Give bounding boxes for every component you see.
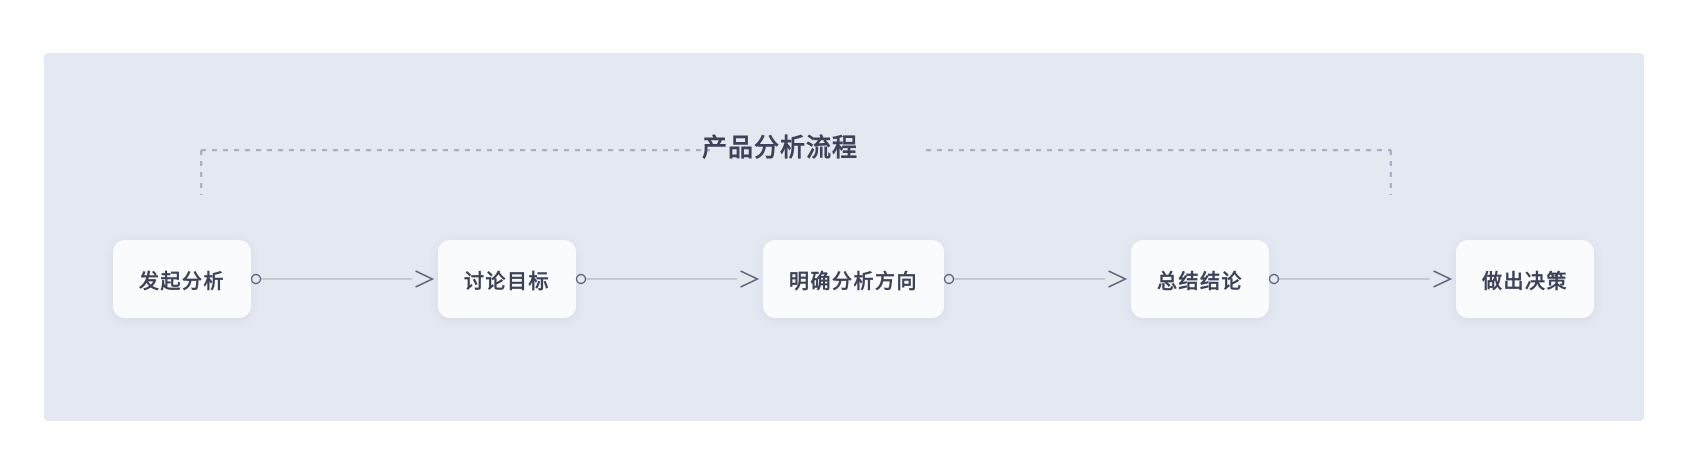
flow-node-label: 发起分析	[139, 270, 225, 293]
connector-arrow-icon	[1109, 271, 1126, 287]
connector-arrow-icon	[416, 271, 433, 287]
flow-node-1[interactable]: 发起分析	[113, 240, 251, 318]
flow-connector-4	[1268, 267, 1456, 291]
connector-start-circle-icon	[250, 273, 262, 285]
flow-title: 产品分析流程	[701, 134, 858, 162]
connector-markers	[250, 273, 262, 285]
connector-start-circle-icon	[575, 273, 587, 285]
flow-node-4[interactable]: 总结结论	[1131, 240, 1269, 318]
connector-arrow-icon	[1434, 271, 1451, 287]
flow-connector-1	[250, 267, 438, 291]
flow-node-2[interactable]: 讨论目标	[438, 240, 576, 318]
flow-node-label: 做出决策	[1482, 270, 1568, 293]
flow-node-label: 明确分析方向	[789, 270, 918, 293]
flow-node-3[interactable]: 明确分析方向	[763, 240, 944, 318]
connector-arrow-icon	[741, 271, 758, 287]
flow-node-label: 讨论目标	[464, 270, 550, 293]
flow-node-label: 总结结论	[1157, 270, 1243, 293]
flow-connector-2	[575, 267, 763, 291]
flow-panel	[44, 53, 1644, 421]
flow-node-5[interactable]: 做出决策	[1456, 240, 1594, 318]
flow-connector-3	[943, 267, 1131, 291]
connector-start-circle-icon	[943, 273, 955, 285]
connector-start-circle-icon	[1268, 273, 1280, 285]
flow-row: 发起分析 讨论目标	[113, 239, 1594, 319]
